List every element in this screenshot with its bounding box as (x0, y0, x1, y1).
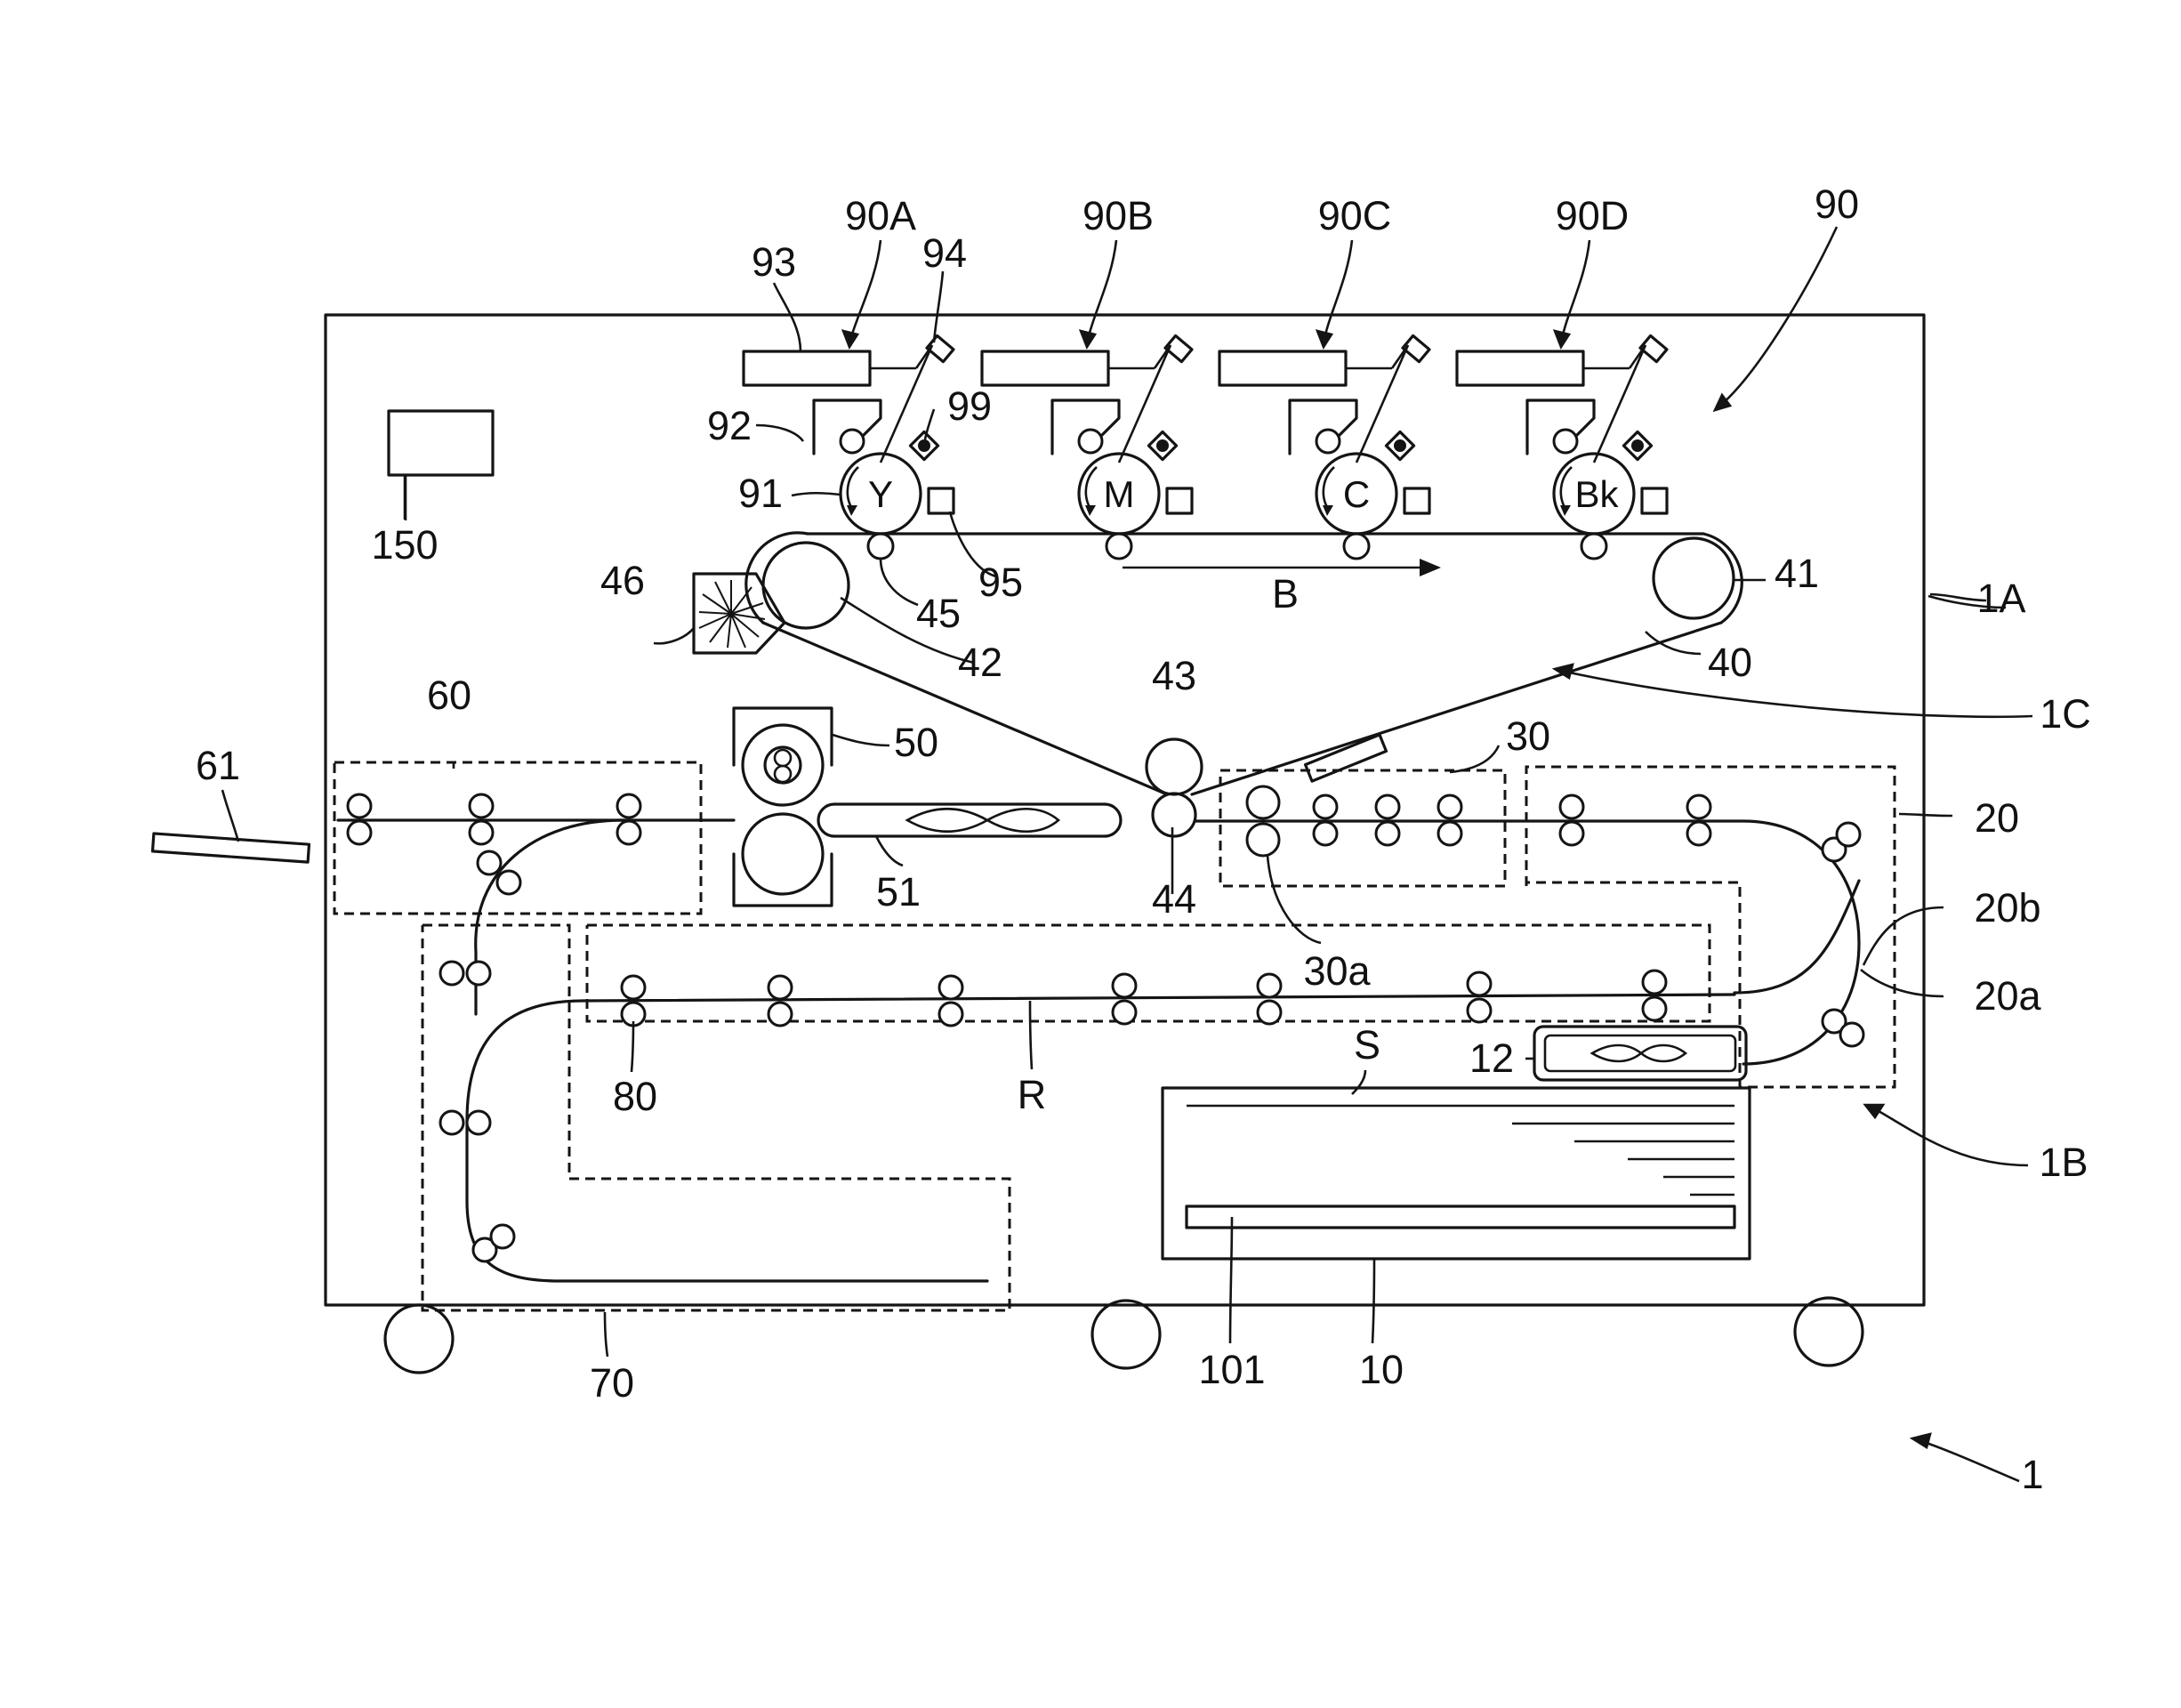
label-44: 44 (1152, 876, 1196, 922)
label-80: 80 (613, 1074, 657, 1119)
label-1B: 1B (2039, 1140, 2088, 1185)
belt-roller-42 (763, 543, 849, 628)
label-92: 92 (707, 403, 752, 448)
secondary-transfer-roller-43 (1147, 739, 1202, 794)
label-101: 101 (1198, 1347, 1265, 1392)
label-90D: 90D (1556, 193, 1630, 238)
caster-center (1092, 1301, 1160, 1368)
label-1: 1 (2021, 1452, 2043, 1497)
label-90C: 90C (1318, 193, 1392, 238)
drum-label-magenta: M (1104, 473, 1135, 515)
image-forming-unit-90C (1219, 335, 1429, 559)
image-forming-unit-90A (744, 335, 954, 559)
label-46: 46 (600, 558, 645, 603)
belt-roller-41 (1654, 538, 1734, 618)
image-forming-unit-90B (982, 335, 1192, 559)
label-1A: 1A (1976, 576, 2025, 621)
drum-label-cyan: C (1343, 473, 1370, 515)
label-150: 150 (371, 522, 438, 568)
label-60: 60 (427, 673, 471, 718)
paper-cassette (1163, 1088, 1750, 1259)
label-94: 94 (922, 230, 967, 276)
label-90: 90 (1815, 181, 1859, 227)
label-95: 95 (978, 560, 1023, 605)
caster-right (1795, 1298, 1863, 1366)
exit-tray (153, 834, 310, 862)
belt-cleaner-brush (694, 574, 785, 653)
label-90B: 90B (1082, 193, 1154, 238)
label-51: 51 (876, 869, 921, 914)
label-B: B (1272, 571, 1299, 616)
image-forming-unit-90D (1457, 335, 1667, 559)
air-blower-unit (1534, 1027, 1746, 1080)
label-12: 12 (1469, 1035, 1514, 1081)
label-20: 20 (1975, 795, 2019, 841)
paper-paths (338, 820, 1859, 1281)
label-45: 45 (916, 591, 961, 636)
label-20a: 20a (1974, 973, 2041, 1019)
label-40: 40 (1708, 640, 1752, 685)
label-30a: 30a (1303, 948, 1371, 994)
label-61: 61 (196, 743, 240, 788)
label-99: 99 (947, 383, 992, 429)
drum-label-black: Bk (1574, 473, 1619, 515)
label-1C: 1C (2040, 691, 2091, 737)
secondary-transfer-roller-44 (1153, 794, 1195, 836)
label-91: 91 (738, 471, 783, 516)
label-43: 43 (1152, 653, 1196, 698)
label-93: 93 (752, 239, 796, 285)
controller-box (389, 411, 493, 475)
label-50: 50 (894, 720, 938, 765)
label-10: 10 (1359, 1347, 1404, 1392)
housing-frame (326, 315, 1924, 1305)
caster-left (385, 1305, 453, 1373)
label-42: 42 (958, 640, 1002, 685)
label-41: 41 (1775, 551, 1819, 596)
label-90A: 90A (845, 193, 916, 238)
drum-label-yellow: Y (868, 473, 893, 515)
label-S: S (1354, 1022, 1380, 1068)
roller-pairs (348, 786, 1863, 1261)
label-70: 70 (590, 1360, 634, 1406)
label-30: 30 (1506, 713, 1550, 759)
label-R: R (1018, 1072, 1047, 1117)
label-20b: 20b (1974, 885, 2040, 931)
belt-sensor (1306, 735, 1387, 781)
